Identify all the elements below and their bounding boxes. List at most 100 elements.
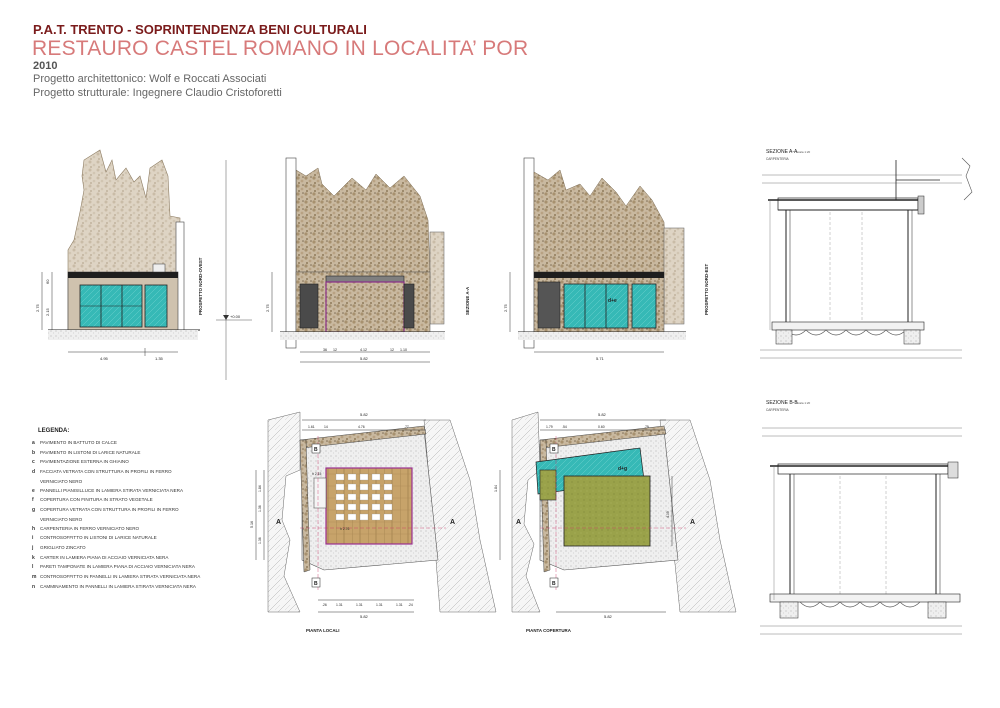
plan1-section-b-bottom: B [314,581,318,587]
legend-item-text: CARTER IN LAMIERA PIANA DI ACCIAIO VERNI… [40,554,169,560]
legend-item-text: CAMMINAMENTO IN PANNELLI IN LAMIERA STIR… [40,583,196,589]
elev1-dim-60: 60 [45,279,50,284]
legend-item-text: GRIGLIATO ZINCATO [40,545,86,551]
legend-item-text: CARPENTERIA IN FERRO VERNICIATO NERO [40,525,140,531]
header-organization: P.A.T. TRENTO - SOPRINTENDENZA BENI CULT… [33,22,367,37]
plan1-tag-h215: h 2.15 [312,472,322,476]
plan1-dim-height: 5.16 [250,521,254,528]
elev2-dim-36: 36 [323,348,327,352]
plan1-dim-136b: 1.36 [258,537,262,544]
elev1-dim-135: 1.35 [155,356,164,361]
plan1-dim-b26: .26 [322,603,327,607]
legend-item: VERNICIATO NERO [32,517,232,523]
legend-item-key: h [32,525,36,532]
legend-item-key: k [32,554,35,561]
legend-item-text: VERNICIATO NERO [40,478,83,484]
legend-item: e PANNELLI PIANISILLUCE IN LAMIERA STIRAT… [32,488,232,494]
elev2-dim-12b: 12 [390,348,394,352]
plan2-section-b-top: B [552,447,556,453]
plan2-section-a-left: A [516,519,521,526]
elev3-tag-door: d+e [608,298,617,304]
elevation-sezione-aa: 36 12 4.12 12 1.10 5.82 2.75 SEZIONE A-A [265,157,470,363]
elev2-dim-total: 5.82 [360,356,369,361]
section-bb-subtitle: CARPENTERIA [766,408,790,412]
legend-item-text: PAVIMENTO IN BATTUTO DI CALCE [40,440,117,445]
elevation-nord-est: d+e 5.71 2.75 PROSPETTO NORD-EST [503,157,709,361]
plan2-dim-409: 4.09 [666,511,670,518]
elev3-dim-571: 5.71 [596,356,605,361]
legend-title: LEGENDA: [38,428,70,434]
elev3-dim-275: 2.75 [503,303,508,312]
plan2-section-b-bottom: B [552,581,556,587]
plan1-section-a-left: A [276,519,281,526]
section-aa-carpenteria: SEZIONE A-A Scala 1:20 CARPENTERIA [760,149,973,359]
legend-item-text: CONTROSOFFITTO IN PANNELLI IN LAMIERA ST… [40,573,201,579]
legend-item-text: PAVIMENTAZIONE ESTERNA IN GHIAINO [40,459,129,465]
elev1-dim-495: 4.95 [100,356,109,361]
plan1-dim-bottom-total: 5.82 [360,614,369,619]
header-project-title: RESTAURO CASTEL ROMANO IN LOCALITA’ POR [32,37,529,60]
legend-item-key: d [32,468,36,475]
legend-item: j GRIGLIATO ZINCATO [32,545,232,551]
label-pianta-locali: PIANTA LOCALI [306,628,339,633]
level-value: +0.00 [230,314,241,319]
plan1-dim-top: 5.82 [360,412,369,417]
legend-item-text: COPERTURA CON FINITURA IN STRATO VEGETAL… [40,497,153,503]
plan2-dim-top: 5.82 [598,412,607,417]
plan2-dim-060: 0.60 [598,425,605,429]
legend-item: VERNICIATO NERO [32,479,232,485]
plan2-dim-54: .54 [562,425,567,429]
legend-item-key: j [32,545,34,552]
legend-item-key: f [32,497,34,504]
plan-locali: A A B B h 2.76 h 2.15 5.82 1.61 14 4.76 … [250,411,497,633]
elev2-dim-412: 4.12 [360,348,367,352]
legend-item-key: g [32,506,36,513]
legend-item-text: CONTROSOFFITTO IN LISTONI DI LARICE NATU… [40,535,157,541]
plan1-dim-b131d: 1.31 [396,603,403,607]
legend-item-key: l [32,564,34,571]
level-marker: +0.00 [216,160,252,380]
plan1-dim-184: 1.84 [258,485,262,492]
elev2-dim-275: 2.75 [265,303,270,312]
legend-item-key: m [32,573,37,580]
elev1-dim-215: 2.15 [45,307,50,316]
elev2-dim-12a: 12 [333,348,337,352]
elev1-dim-275: 2.75 [35,303,40,312]
section-aa-scale: Scala 1:20 [796,150,811,154]
section-bb-carpenteria: SEZIONE B-B Scala 1:20 CARPENTERIA [760,400,962,635]
plan1-section-a-right: A [450,519,455,526]
legend-item-key: c [32,459,35,466]
legend-item: g COPERTURA VETRATA CON STRUTTURA IN PROF… [32,507,232,513]
legend-item: a PAVIMENTO IN BATTUTO DI CALCE [32,440,232,446]
legend-item-text: PANNELLI PIANISILLUCE IN LAMIERA STIRATA… [40,487,184,493]
legend-item-text: COPERTURA VETRATA CON STRUTTURA IN PROFI… [40,506,179,512]
plan2-section-a-right: A [690,519,695,526]
plan1-section-b-top: B [314,447,318,453]
section-bb-scale: Scala 1:20 [796,401,811,405]
plan1-dim-77: .77 [404,425,409,429]
legend-item-key: e [32,487,35,494]
legend-item-text: PARETI TAMPONATE IN LAMIERA PIANA DI ACC… [40,564,195,570]
plan1-dim-b131a: 1.31 [336,603,343,607]
plan2-dim-179: 1.79 [546,425,553,429]
header-year: 2010 [33,60,58,72]
plan2-dim-79: .79 [644,425,649,429]
plan1-dim-161: 1.61 [308,425,315,429]
plan1-dim-b131c: 1.31 [376,603,383,607]
legend-item-text: PAVIMENTO IN LISTONI DI LARICE NATURALE [40,449,141,455]
legend-item-key: a [32,440,35,446]
legend-item-key: n [32,583,36,590]
plan1-dim-14: 14 [324,425,328,429]
section-aa-subtitle: CARPENTERIA [766,157,790,161]
plan1-tag-h: h 2.76 [340,527,350,531]
header-structural-engineer: Progetto strutturale: Ingegnere Claudio … [33,87,282,99]
legend-item: l PARETI TAMPONATE IN LAMIERA PIANA DI AC… [32,564,232,570]
legend-item: c PAVIMENTAZIONE ESTERNA IN GHIAINO [32,459,232,465]
legend-item: h CARPENTERIA IN FERRO VERNICIATO NERO [32,526,232,532]
plan2-dim-bottom-total: 5.82 [604,614,613,619]
plan2-dim-height: 1.84 [494,485,498,492]
